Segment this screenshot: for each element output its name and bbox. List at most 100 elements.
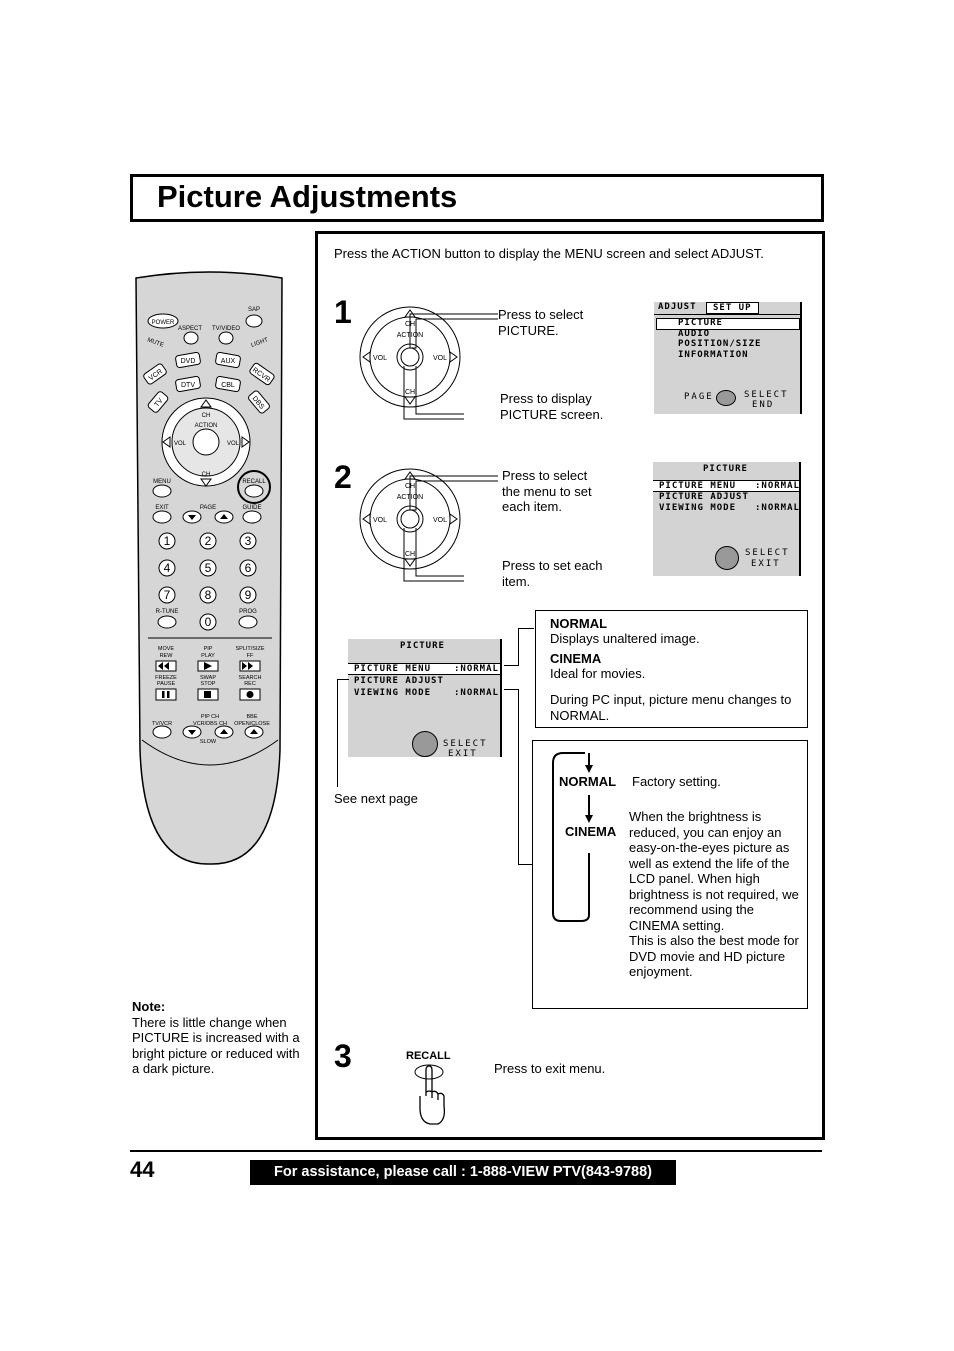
remote-sap-label: SAP — [248, 307, 260, 313]
note-line: There is little change when — [132, 1014, 287, 1030]
svg-text:SLOW: SLOW — [200, 739, 217, 745]
svg-text:RECALL: RECALL — [242, 479, 266, 485]
svg-text:VOL: VOL — [433, 355, 447, 362]
svg-text:STOP: STOP — [201, 681, 216, 687]
mode-cycle-arrow — [552, 752, 593, 922]
note-line: a dark picture. — [132, 1061, 215, 1076]
picture-menu-detail-screen: PICTURE PICTURE MENU :NORMAL PICTURE ADJ… — [348, 639, 502, 759]
svg-text:2: 2 — [205, 534, 212, 548]
recall-label: RECALL — [406, 1050, 451, 1062]
cinema-desc: Ideal for movies. — [550, 666, 646, 681]
svg-text:1: 1 — [164, 534, 171, 548]
osd-tab-setup: SET UP — [706, 302, 759, 314]
remote-control-illustration: POWER SAP MUTE ASPECT TV/VIDEO LIGHT DVD… — [135, 271, 283, 865]
remote-power-label: POWER — [152, 320, 175, 326]
normal-desc: Displays unaltered image. — [550, 631, 700, 646]
svg-text:FREEZE: FREEZE — [155, 675, 177, 681]
step-number: 1 — [334, 294, 352, 330]
normal-mode-label: NORMAL — [559, 774, 617, 789]
step-number: 2 — [334, 459, 352, 495]
intro-text: Press the ACTION button to display the M… — [334, 246, 764, 261]
svg-text:7: 7 — [164, 588, 171, 602]
osd-item: AUDIO — [678, 329, 711, 339]
svg-text:VOL: VOL — [373, 517, 387, 524]
svg-text:R-TUNE: R-TUNE — [156, 609, 179, 615]
svg-text:SEARCH: SEARCH — [239, 675, 262, 681]
svg-text:0: 0 — [205, 615, 212, 629]
svg-text:CH: CH — [202, 413, 211, 419]
normal-heading: NORMAL — [550, 616, 608, 631]
svg-text:5: 5 — [205, 561, 212, 575]
svg-text:REC: REC — [244, 681, 256, 687]
svg-text:PROG: PROG — [239, 609, 257, 615]
svg-text:PLAY: PLAY — [201, 653, 215, 659]
svg-text:VOL: VOL — [433, 517, 447, 524]
cinema-mode-label: CINEMA — [565, 824, 617, 839]
osd-page: PAGE — [684, 392, 714, 402]
factory-setting-label: Factory setting. — [632, 774, 721, 789]
svg-text:SPLIT/SIZE: SPLIT/SIZE — [235, 646, 264, 652]
svg-text:VOL: VOL — [373, 355, 387, 362]
exit-menu-label: Press to exit menu. — [494, 1061, 606, 1076]
action-pad-diagram: CH ACTION VOL VOL CH — [359, 468, 498, 582]
osd-select: SELECT — [744, 390, 789, 400]
osd-item: PICTURE — [678, 318, 723, 328]
svg-text:OPEN/CLOSE: OPEN/CLOSE — [234, 721, 270, 727]
svg-text:CH: CH — [202, 472, 211, 478]
svg-text:DVD: DVD — [181, 358, 196, 365]
svg-text:6: 6 — [245, 561, 252, 575]
adjust-menu-screen: ADJUST SET UP PICTURE AUDIO POSITION/SIZ… — [654, 302, 802, 414]
note-line: bright picture or reduced with — [132, 1045, 300, 1061]
svg-text:8: 8 — [205, 588, 212, 602]
assistance-text: For assistance, please call : 1-888-VIEW… — [274, 1164, 652, 1180]
svg-text:TV: TV — [154, 397, 165, 409]
svg-text:CH: CH — [405, 389, 415, 396]
svg-text:AUX: AUX — [221, 358, 236, 365]
svg-text:PIP CH: PIP CH — [201, 714, 219, 720]
svg-text:REW: REW — [160, 653, 174, 659]
see-next-page: See next page — [334, 791, 418, 806]
svg-text:GUIDE: GUIDE — [242, 505, 261, 511]
osd-item: INFORMATION — [678, 350, 749, 360]
svg-text:CBL: CBL — [221, 382, 235, 389]
action-pad-diagram: CH ACTION VOL VOL CH — [359, 306, 498, 420]
note-line: PICTURE is increased with a — [132, 1030, 300, 1045]
footer-rule — [130, 1150, 822, 1152]
hand-pressing-recall-icon — [414, 1064, 446, 1125]
svg-text:4: 4 — [164, 561, 171, 575]
svg-text:PIP: PIP — [204, 646, 213, 652]
svg-text:TV/VIDEO: TV/VIDEO — [212, 326, 240, 332]
svg-text:DTV: DTV — [181, 382, 195, 389]
cinema-description: When the brightness is reduced, you can … — [629, 809, 799, 979]
osd-item: POSITION/SIZE — [678, 339, 762, 349]
svg-text:VOL: VOL — [174, 441, 187, 447]
assistance-banner: For assistance, please call : 1-888-VIEW… — [250, 1160, 676, 1185]
svg-text:EXIT: EXIT — [155, 505, 169, 511]
svg-text:PAGE: PAGE — [200, 505, 216, 511]
svg-text:LIGHT: LIGHT — [250, 337, 269, 349]
svg-text:ASPECT: ASPECT — [178, 326, 202, 332]
svg-text:VCR/DBS CH: VCR/DBS CH — [193, 721, 227, 727]
instructions-panel: Press the ACTION button to display the M… — [315, 231, 825, 1140]
pc-input-note: During PC input, picture menu changes to… — [550, 692, 792, 723]
svg-text:MENU: MENU — [153, 479, 171, 485]
viewing-mode-box: NORMAL CINEMA Factory setting. When the … — [532, 740, 808, 1009]
svg-text:FF: FF — [247, 653, 254, 659]
svg-text:PAUSE: PAUSE — [157, 681, 176, 687]
svg-text:TV/VCR: TV/VCR — [152, 721, 172, 727]
page-title: Picture Adjustments — [157, 179, 458, 214]
svg-text:BBE: BBE — [246, 714, 257, 720]
cinema-heading: CINEMA — [550, 651, 602, 666]
svg-text:9: 9 — [245, 588, 252, 602]
osd-end: END — [752, 400, 775, 410]
page-number: 44 — [130, 1157, 155, 1182]
svg-text:ACTION: ACTION — [195, 423, 218, 429]
note: Note: There is little change when PICTUR… — [132, 999, 312, 1077]
svg-text:VOL: VOL — [227, 441, 240, 447]
osd-tab-adjust: ADJUST — [658, 302, 697, 312]
title-box: Picture Adjustments — [130, 174, 824, 222]
